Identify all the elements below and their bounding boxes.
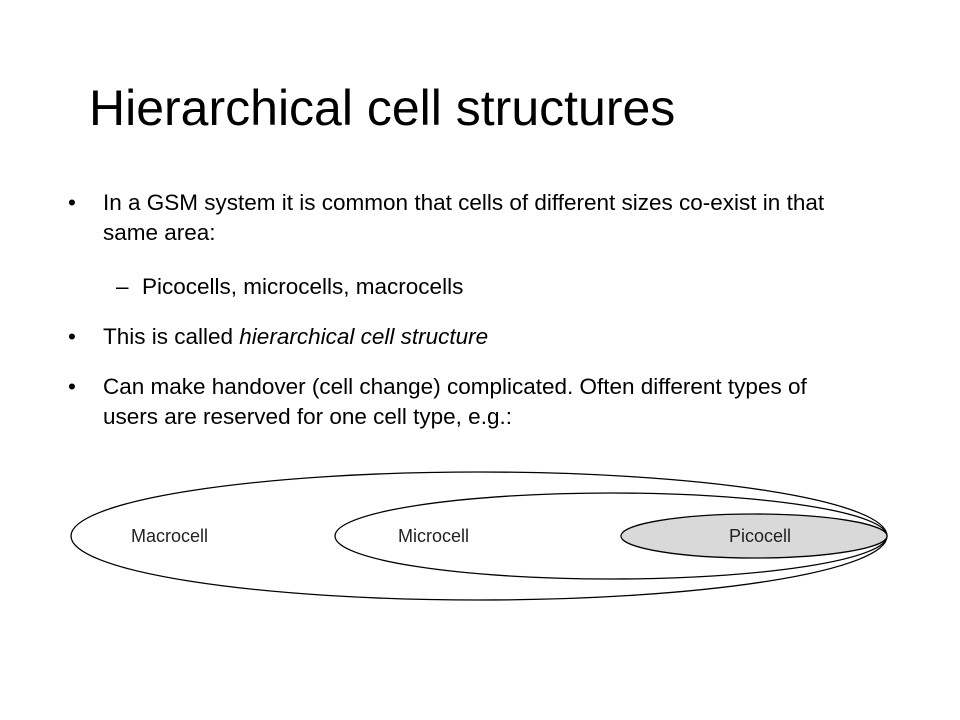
slide-title: Hierarchical cell structures (89, 80, 676, 136)
sub-bullet-item-cell-types: – Picocells, microcells, macrocells (116, 272, 856, 302)
bullet-text: This is called hierarchical cell structu… (103, 322, 858, 352)
bullet-text: In a GSM system it is common that cells … (103, 190, 825, 245)
picocell-label: Picocell (729, 526, 791, 546)
bullet-item-hierarchical: • This is called hierarchical cell struc… (68, 322, 858, 352)
bullet-marker: • (68, 374, 76, 399)
bullet-item-handover: • Can make handover (cell change) compli… (68, 372, 858, 432)
bullet-marker: • (68, 190, 76, 215)
microcell-label: Microcell (398, 526, 469, 546)
bullet-text: Can make handover (cell change) complica… (103, 374, 807, 429)
macrocell-label: Macrocell (131, 526, 208, 546)
bullet-text-emphasis: hierarchical cell structure (239, 324, 489, 349)
bullet-marker: • (68, 324, 76, 349)
bullet-text-plain: This is called (103, 324, 240, 349)
sub-bullet-marker: – (116, 274, 129, 299)
picocell-ellipse (620, 513, 888, 559)
sub-bullet-text: Picocells, microcells, macrocells (142, 274, 464, 299)
bullet-item-gsm-cells: • In a GSM system it is common that cell… (68, 188, 858, 248)
cell-hierarchy-diagram: Macrocell Microcell Picocell (70, 471, 888, 601)
